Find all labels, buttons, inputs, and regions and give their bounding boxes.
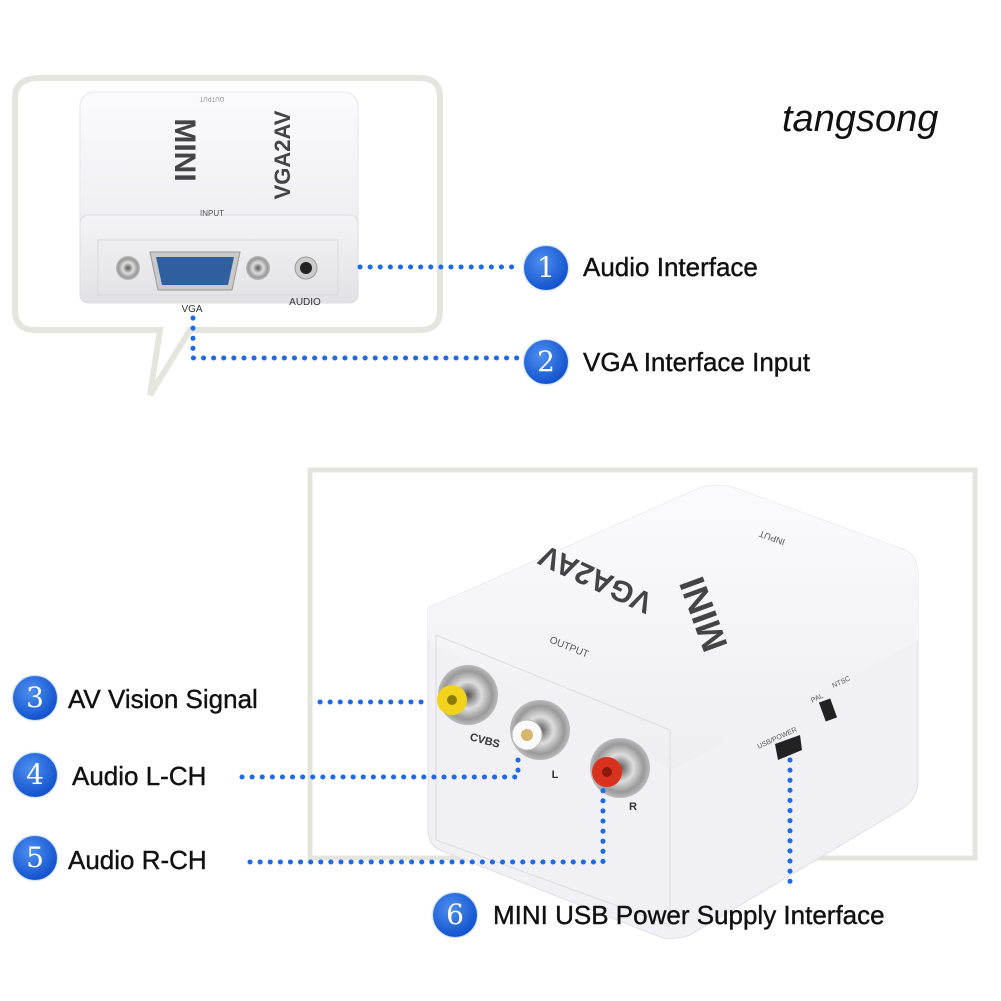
leader-line-5 [247,787,606,865]
callout-label-audio-l: Audio L-CH [72,761,207,791]
callout-badge-1: 1 [524,246,568,290]
leader-line-2 [190,315,523,361]
svg-text:VGA2AV: VGA2AV [270,110,295,199]
top-device: MINI VGA2AV INPUT OUTPUT VGA AUDIO [79,91,359,315]
callout-badge-5: 5 [13,836,57,880]
svg-text:L: L [552,769,559,781]
callout-label-av-signal: AV Vision Signal [68,684,258,714]
bottom-device: VGA2AV MINI OUTPUT INPUT CVBS L R USB/PO… [427,484,919,939]
svg-text:AUDIO: AUDIO [289,297,321,308]
callout-bubble-frame [12,75,443,397]
callout-label-vga-input: VGA Interface Input [583,347,810,377]
callout-label-usb-power: MINI USB Power Supply Interface [493,900,885,930]
svg-text:R: R [629,801,637,813]
callout-badge-3: 3 [13,676,57,720]
callout-label-audio-r: Audio R-CH [68,845,207,875]
svg-text:PAL: PAL [810,693,825,705]
svg-text:OUTPUT: OUTPUT [199,95,224,101]
svg-text:INPUT: INPUT [200,209,224,218]
leader-line-4 [239,749,521,780]
brand-watermark: tangsong [782,98,939,140]
callout-badge-2: 2 [524,340,568,384]
svg-text:VGA: VGA [181,304,202,315]
svg-text:MINI: MINI [168,118,201,181]
callout-badge-4: 4 [13,753,57,797]
callout-label-audio-interface: Audio Interface [583,252,758,282]
callout-badge-6: 6 [433,893,477,937]
